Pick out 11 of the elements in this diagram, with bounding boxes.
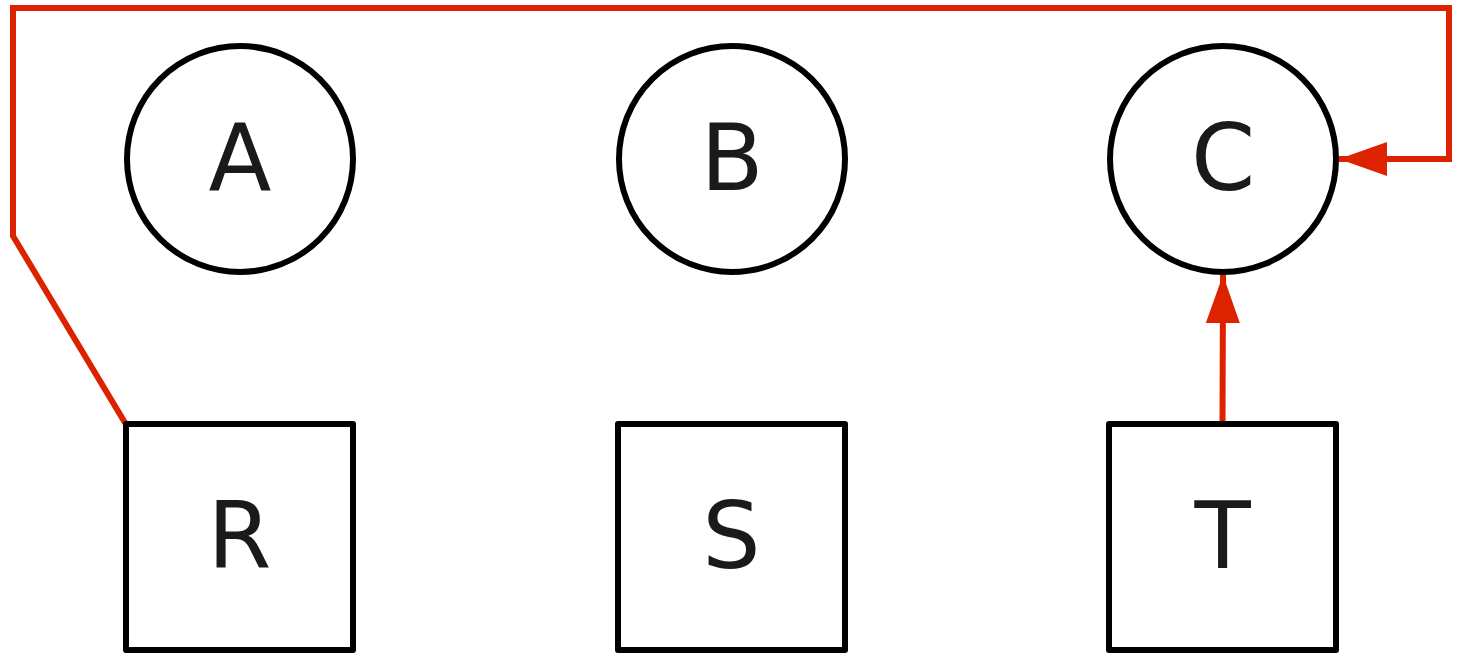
- square-node: [123, 421, 356, 653]
- square-node: [1106, 421, 1339, 653]
- node-label: B: [700, 113, 764, 205]
- square-node: [615, 421, 848, 653]
- node-label: S: [702, 491, 761, 583]
- node-label: T: [1194, 491, 1251, 583]
- node-label: R: [207, 491, 272, 583]
- node-label: C: [1190, 113, 1256, 205]
- arrow: [10, 5, 1452, 425]
- node-label: A: [208, 113, 272, 205]
- arrow: [1205, 275, 1240, 424]
